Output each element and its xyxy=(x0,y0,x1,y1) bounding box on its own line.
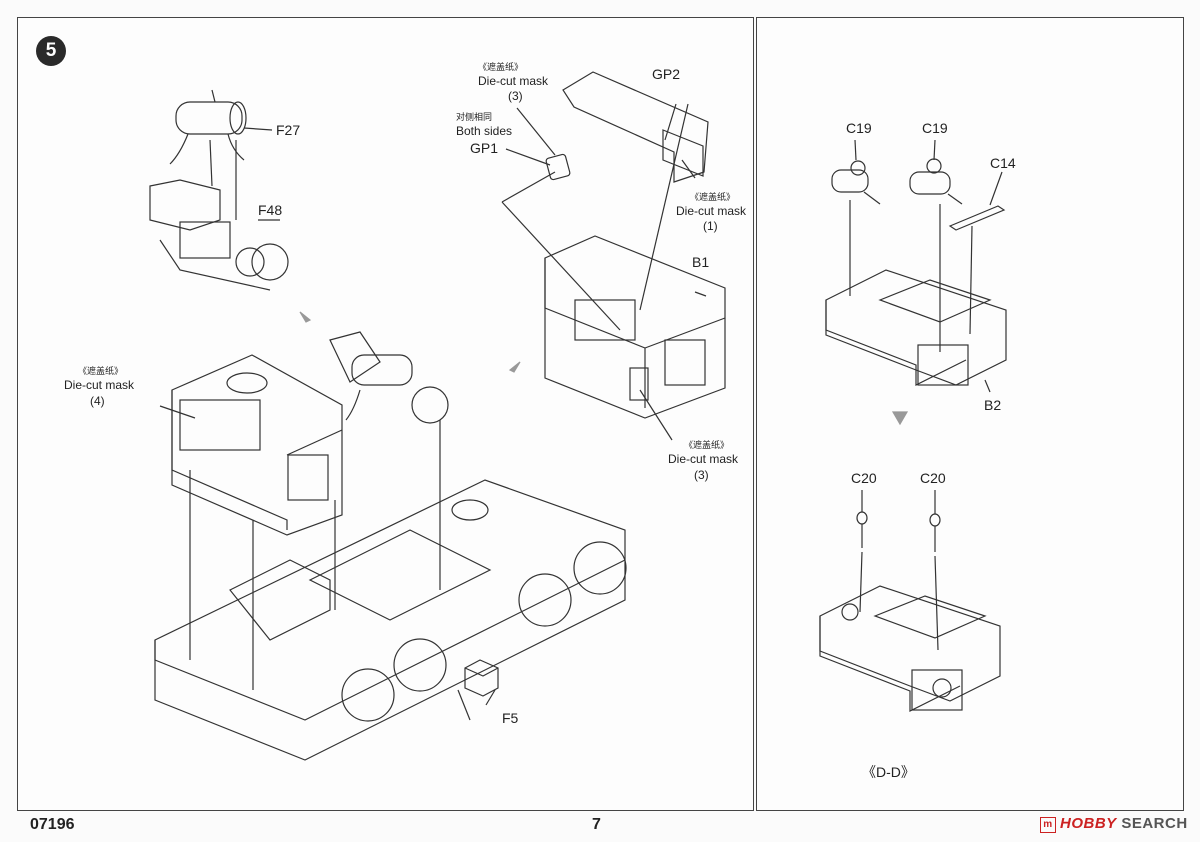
b1-part-drawing xyxy=(544,235,726,419)
mask-label-4-en: Die-cut mask xyxy=(64,378,135,392)
label-f48: F48 xyxy=(258,202,283,218)
f48-part-drawing xyxy=(149,179,289,291)
c19-right-drawing xyxy=(909,158,963,205)
label-b1: B1 xyxy=(692,254,710,270)
c14-drawing xyxy=(948,205,1006,231)
f27-part-drawing xyxy=(169,89,247,165)
side-panel xyxy=(756,17,1184,811)
mask-label-1-cn: 《遮盖纸》 xyxy=(690,192,736,202)
brand-logo-icon: m xyxy=(1040,817,1056,833)
cab-drawing xyxy=(171,354,343,536)
mask-label-1-en: Die-cut mask xyxy=(676,204,747,218)
mask-label-top-num: (3) xyxy=(508,89,523,103)
chassis-drawing xyxy=(154,479,627,761)
assembled-b2-drawing xyxy=(819,585,1001,712)
label-gp1: GP1 xyxy=(470,140,499,156)
label-c20-left: C20 xyxy=(851,470,877,486)
mask-label-top-en: Die-cut mask xyxy=(478,74,549,88)
mask-label-top-cn: 《遮盖纸》 xyxy=(478,62,524,72)
label-f27: F27 xyxy=(276,122,301,138)
label-c19-left: C19 xyxy=(846,120,872,136)
mask-label-4-cn: 《遮盖纸》 xyxy=(78,366,124,376)
label-c20-right: C20 xyxy=(920,470,946,486)
section-label: 《D-D》 xyxy=(862,764,915,780)
product-code: 07196 xyxy=(30,816,75,833)
f5-part-drawing xyxy=(464,659,499,697)
mask-label-3b-cn: 《遮盖纸》 xyxy=(684,440,730,450)
both-sides-cn: 对侧相同 xyxy=(456,112,493,122)
gp2-part-drawing xyxy=(562,71,709,183)
mask-label-3b-num: (3) xyxy=(694,468,709,482)
mask-label-1-num: (1) xyxy=(703,219,718,233)
both-sides-en: Both sides xyxy=(456,124,513,138)
mask-label-3b-en: Die-cut mask xyxy=(668,452,739,466)
label-b2: B2 xyxy=(984,397,1002,413)
step-number-badge: 5 xyxy=(36,36,66,66)
winch-drawing xyxy=(329,331,449,424)
page-number: 7 xyxy=(592,816,601,833)
mask-label-4-num: (4) xyxy=(90,394,105,408)
label-c19-right: C19 xyxy=(922,120,948,136)
c20-drawings xyxy=(856,511,941,552)
label-f5: F5 xyxy=(502,710,519,726)
main-panel xyxy=(17,17,754,811)
b2-drawing xyxy=(825,269,1007,386)
gp1-part-drawing xyxy=(545,153,571,181)
label-gp2: GP2 xyxy=(652,66,681,82)
label-c14: C14 xyxy=(990,155,1016,171)
c19-left-drawing xyxy=(831,160,881,205)
